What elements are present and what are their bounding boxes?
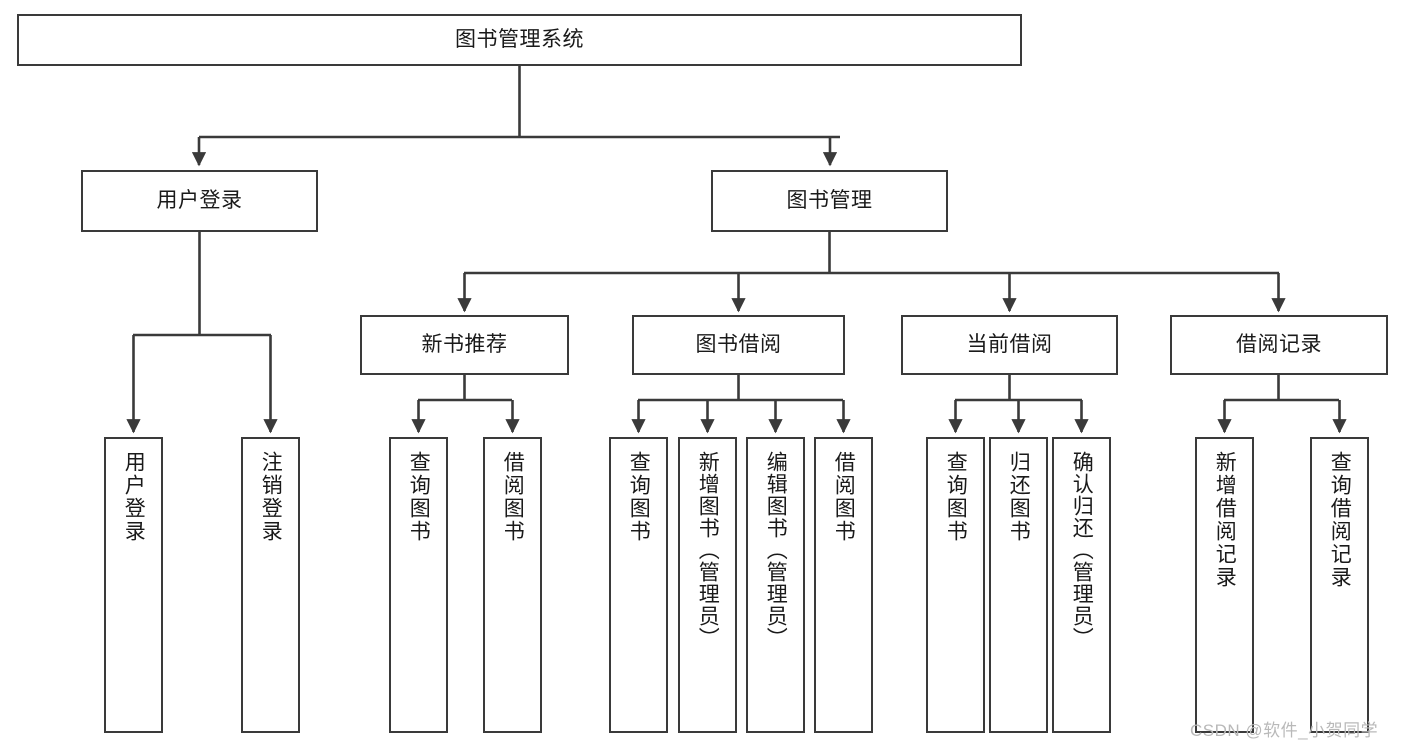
node-label: 用户登录 <box>122 451 146 543</box>
node-root-system[interactable]: 图书管理系统 <box>17 14 1022 66</box>
node-leaf-add-book[interactable]: 新增图书（管理员） <box>678 437 737 733</box>
csdn-watermark: CSDN @软件_小贺同学 <box>1190 721 1379 740</box>
node-label: 归还图书 <box>1007 451 1031 543</box>
node-label: 注销登录 <box>259 451 283 543</box>
node-leaf-edit-book[interactable]: 编辑图书（管理员） <box>746 437 805 733</box>
node-user-login[interactable]: 用户登录 <box>81 170 318 232</box>
node-label: 查询图书 <box>627 451 651 543</box>
node-leaf-query-book-3[interactable]: 查询图书 <box>926 437 985 733</box>
node-leaf-query-book-2[interactable]: 查询图书 <box>609 437 668 733</box>
node-label: 新增借阅记录 <box>1213 451 1237 589</box>
node-label: 编辑图书（管理员） <box>764 451 788 649</box>
node-label: 图书管理 <box>786 189 873 213</box>
node-new-book-recommend[interactable]: 新书推荐 <box>360 315 569 375</box>
node-leaf-query-borrow-record[interactable]: 查询借阅记录 <box>1310 437 1369 733</box>
node-label: 查询图书 <box>944 451 968 543</box>
node-leaf-query-book-1[interactable]: 查询图书 <box>389 437 448 733</box>
node-borrow-record[interactable]: 借阅记录 <box>1170 315 1388 375</box>
node-label: 当前借阅 <box>966 333 1053 357</box>
node-label: 图书借阅 <box>695 333 782 357</box>
node-label: 借阅图书 <box>501 451 525 543</box>
node-leaf-user-login[interactable]: 用户登录 <box>104 437 163 733</box>
node-label: 用户登录 <box>156 189 243 213</box>
node-label: 图书管理系统 <box>455 28 584 52</box>
node-leaf-logout-login[interactable]: 注销登录 <box>241 437 300 733</box>
node-leaf-borrow-book-2[interactable]: 借阅图书 <box>814 437 873 733</box>
node-leaf-return-book[interactable]: 归还图书 <box>989 437 1048 733</box>
node-label: 借阅图书 <box>832 451 856 543</box>
node-book-borrow[interactable]: 图书借阅 <box>632 315 845 375</box>
node-label: 查询借阅记录 <box>1328 451 1352 589</box>
node-label: 确认归还（管理员） <box>1070 451 1094 649</box>
node-label: 新书推荐 <box>421 333 508 357</box>
node-leaf-borrow-book-1[interactable]: 借阅图书 <box>483 437 542 733</box>
node-leaf-confirm-return[interactable]: 确认归还（管理员） <box>1052 437 1111 733</box>
node-book-manage[interactable]: 图书管理 <box>711 170 948 232</box>
node-label: 借阅记录 <box>1236 333 1322 357</box>
node-current-borrow[interactable]: 当前借阅 <box>901 315 1118 375</box>
node-label: 新增图书（管理员） <box>696 451 720 649</box>
node-leaf-add-borrow-record[interactable]: 新增借阅记录 <box>1195 437 1254 733</box>
node-label: 查询图书 <box>407 451 431 543</box>
